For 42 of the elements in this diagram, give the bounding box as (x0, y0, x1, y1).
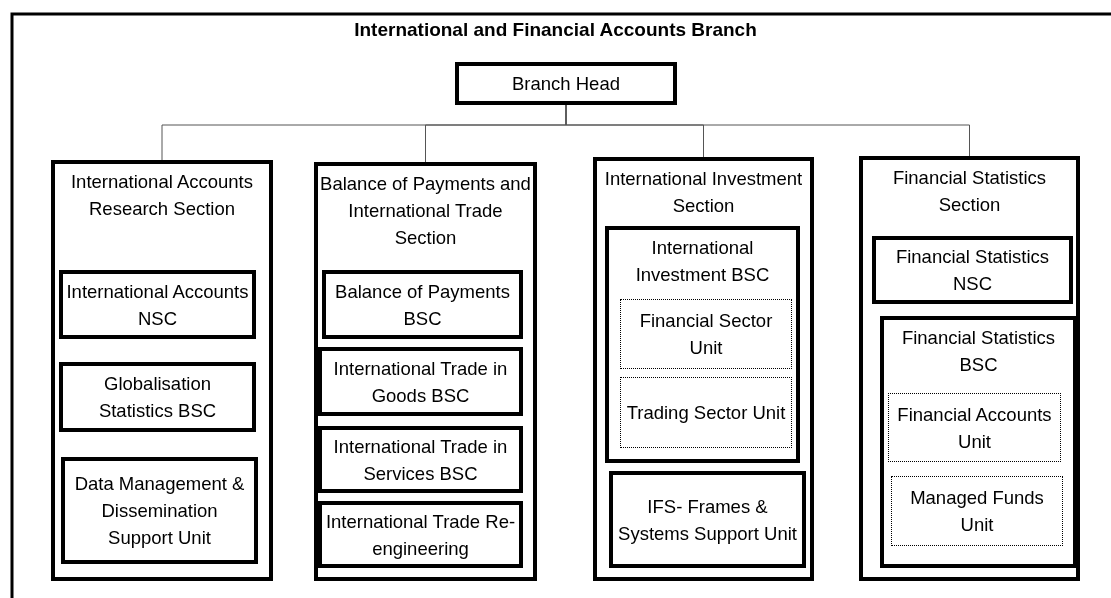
node-label: Financial Accounts Unit (896, 402, 1053, 454)
section-box (314, 162, 537, 581)
unit-box (59, 270, 256, 339)
subsection-box (880, 316, 1077, 568)
node-label: Financial Sector Unit (638, 309, 774, 360)
node-label: International Trade Re-engineering (324, 509, 517, 561)
node-label: Financial Statistics NSC (894, 245, 1051, 296)
unit-box (609, 471, 806, 568)
unit-box (318, 347, 523, 416)
diagram-title: International and Financial Accounts Branch (353, 18, 758, 42)
node-label: Managed Funds Unit (909, 486, 1045, 537)
connector-line (565, 104, 970, 157)
node-label: International Accounts Research Section (69, 170, 254, 221)
unit-box (888, 393, 1061, 462)
section-box (51, 160, 273, 581)
unit-box (891, 476, 1063, 546)
node-label: Financial Statistics Section (891, 166, 1048, 217)
section-box (859, 156, 1080, 581)
unit-box (318, 501, 523, 568)
node-label: Globalisation Statistics BSC (97, 372, 218, 423)
node-label: IFS- Frames & Systems Support Unit (617, 494, 798, 546)
unit-box (620, 377, 792, 448)
node-label: International Trade in Goods BSC (332, 356, 509, 408)
subsection-box (605, 226, 800, 463)
node-label: International Investment BSC (634, 236, 771, 287)
section-box (593, 157, 814, 581)
head-box (455, 62, 677, 105)
node-label: Trading Sector Unit (625, 401, 787, 425)
node-label: Data Management & Dissemination Support Unit (73, 472, 246, 550)
unit-box (620, 299, 792, 369)
node-label: Branch Head (511, 72, 621, 96)
node-label: International Investment Section (603, 167, 804, 218)
node-label: Balance of Payments and International Trade Section (319, 172, 532, 250)
node-label: International Accounts NSC (65, 279, 250, 331)
unit-box (318, 426, 523, 493)
unit-box (872, 236, 1073, 304)
node-label: International Trade in Services BSC (332, 434, 509, 486)
unit-box (322, 270, 523, 339)
node-label: Balance of Payments BSC (334, 279, 511, 331)
unit-box (59, 362, 256, 432)
node-label: Financial Statistics BSC (900, 326, 1057, 377)
unit-box (61, 457, 258, 564)
